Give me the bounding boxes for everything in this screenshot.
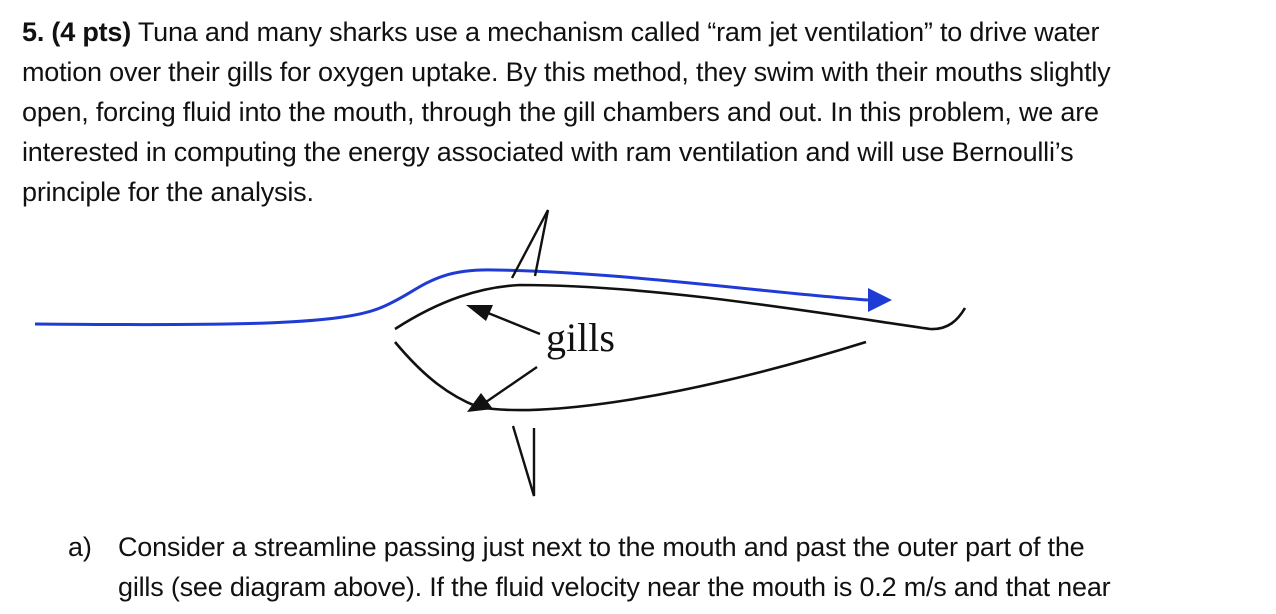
gills-pointer-upper-line	[487, 311, 541, 336]
gills-label: gills	[546, 315, 615, 360]
part-a-marker: a)	[68, 532, 92, 562]
part-a: a) Consider a streamline passing just nex…	[68, 527, 1268, 607]
fish-diagram-svg	[34, 209, 967, 497]
problem-text-line-2: motion over their gills for oxygen uptak…	[22, 57, 1111, 87]
part-a-line-2: gills (see diagram above). If the fluid …	[118, 572, 1111, 602]
problem-text-line-5: principle for the analysis.	[22, 177, 314, 207]
problem-text-line-3: open, forcing fluid into the mouth, thro…	[22, 97, 1099, 127]
problem-number: 5. (4 pts)	[22, 17, 132, 47]
streamline-curve	[34, 268, 869, 327]
streamline-arrowhead	[868, 288, 892, 312]
gills-pointer-upper-arrowhead	[466, 305, 493, 321]
gills-pointer-lower-arrowhead	[467, 393, 493, 412]
fish-gill-diagram: gills	[0, 200, 1276, 510]
gills-pointer-lower-line	[485, 366, 538, 403]
dorsal-fin	[510, 209, 550, 279]
problem-statement: 5. (4 pts) Tuna and many sharks use a me…	[22, 12, 1270, 212]
ventral-fin	[511, 425, 536, 497]
part-a-line-1: Consider a streamline passing just next …	[118, 532, 1085, 562]
fish-lower-outline	[394, 340, 867, 412]
fish-upper-outline	[394, 283, 967, 331]
problem-text-line-1: Tuna and many sharks use a mechanism cal…	[131, 17, 1100, 47]
problem-text-line-4: interested in computing the energy assoc…	[22, 137, 1074, 167]
